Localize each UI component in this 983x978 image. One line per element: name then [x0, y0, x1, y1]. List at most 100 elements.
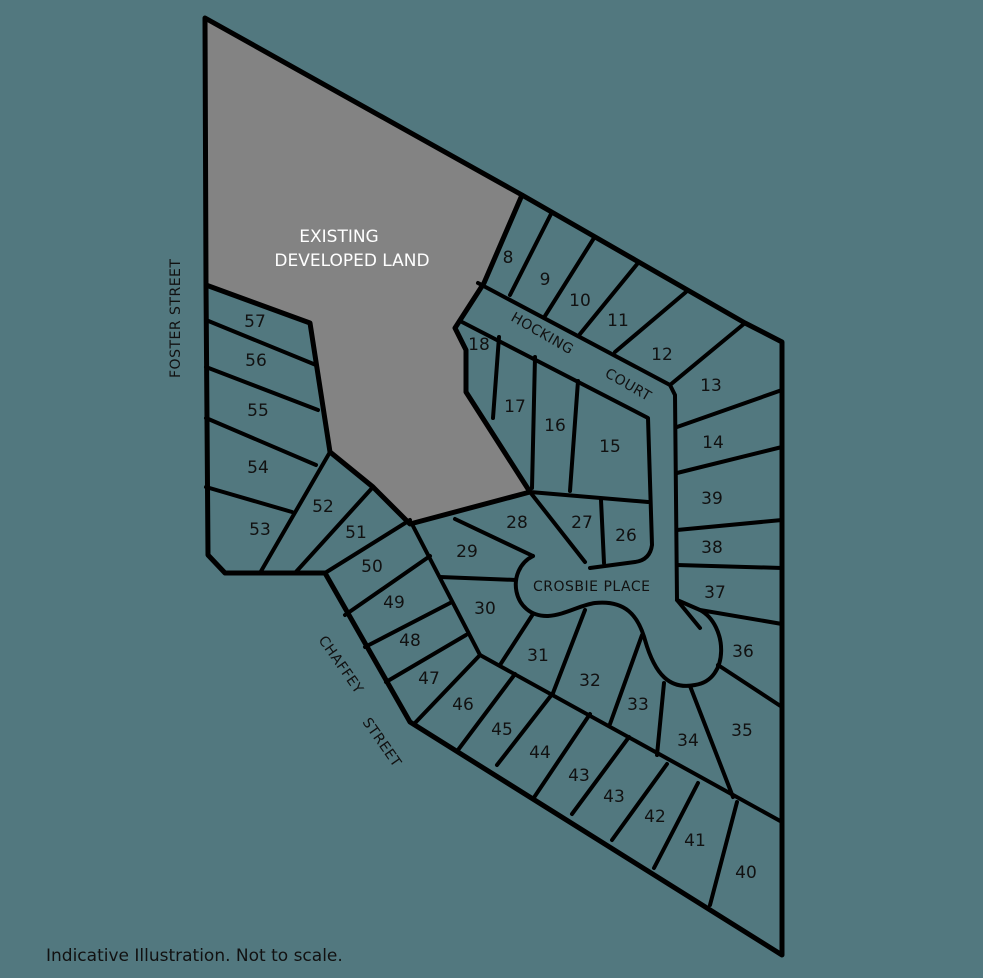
- lot-line: [495, 691, 555, 767]
- lot-line: [412, 653, 482, 726]
- lot-line: [530, 355, 537, 490]
- lot-28: 28: [506, 513, 528, 533]
- lot-37: 37: [704, 583, 726, 603]
- lot-line: [543, 236, 596, 318]
- lot-9: 9: [540, 270, 551, 290]
- lot-line: [608, 633, 644, 726]
- lot-line: [675, 518, 784, 532]
- lot-15: 15: [599, 437, 621, 457]
- lot-36: 36: [732, 642, 754, 662]
- developed-land-label-2: DEVELOPED LAND: [274, 251, 429, 271]
- lot-41: 41: [684, 831, 706, 851]
- southern-inner-edge: [478, 653, 784, 824]
- lot-line: [652, 781, 700, 870]
- lot-45: 45: [491, 720, 513, 740]
- lot-42: 42: [644, 807, 666, 827]
- lot-line: [363, 600, 454, 649]
- lot-line: [528, 490, 587, 564]
- developed-land-label-1: EXISTING: [299, 227, 378, 247]
- lot-14: 14: [702, 433, 724, 453]
- foster-street-label: FOSTER STREET: [168, 259, 184, 378]
- lot-32: 32: [579, 671, 601, 691]
- lot-line: [610, 762, 669, 842]
- lot-line: [599, 498, 606, 565]
- lot-line: [293, 485, 375, 575]
- lot-57: 57: [244, 312, 266, 332]
- lot-line: [456, 672, 517, 752]
- lot-line: [688, 684, 735, 799]
- lot-52: 52: [312, 497, 334, 517]
- lot-48: 48: [399, 631, 421, 651]
- lot-line: [675, 388, 784, 429]
- lot-line: [551, 608, 587, 695]
- lot-line: [668, 321, 747, 387]
- lot-line: [716, 663, 784, 709]
- lot-10: 10: [569, 291, 591, 311]
- lot-27: 27: [571, 513, 593, 533]
- lot-line: [258, 450, 332, 575]
- subdivision-boundary: [203, 192, 785, 958]
- existing-developed-land: [202, 15, 533, 527]
- lot-56: 56: [245, 351, 267, 371]
- hocking-court-south-edge: [460, 320, 654, 570]
- chaffey-street-label-2: STREET: [359, 715, 404, 770]
- lot-55: 55: [247, 401, 269, 421]
- lot-line: [675, 563, 784, 570]
- crosbie-place-edge: [513, 554, 724, 688]
- lot-11: 11: [607, 311, 629, 331]
- chaffey-street-label-1: CHAFFEY: [315, 633, 366, 697]
- lot-line: [675, 445, 784, 475]
- lot-26: 26: [615, 526, 637, 546]
- lot-40: 40: [735, 863, 757, 883]
- lot-44: 44: [529, 743, 551, 763]
- lot-39: 39: [701, 489, 723, 509]
- lot-17: 17: [504, 397, 526, 417]
- lot-38: 38: [701, 538, 723, 558]
- lot-54: 54: [247, 458, 269, 478]
- lot-line: [491, 335, 501, 420]
- lot-line: [411, 524, 482, 657]
- lot-line: [204, 485, 294, 514]
- lot-16: 16: [544, 416, 566, 436]
- lot-18: 18: [468, 335, 490, 355]
- lot-53: 53: [249, 520, 271, 540]
- lot-line: [568, 379, 580, 493]
- disclaimer-note: Indicative Illustration. Not to scale.: [46, 946, 343, 966]
- lot-31: 31: [527, 646, 549, 666]
- lot-43-west: 43: [568, 766, 590, 786]
- lot-46: 46: [452, 695, 474, 715]
- lot-line: [204, 318, 318, 367]
- lot-29: 29: [456, 542, 478, 562]
- lot-line: [508, 212, 553, 297]
- lot-51: 51: [345, 523, 367, 543]
- crosbie-place-label: CROSBIE PLACE: [533, 579, 650, 595]
- lot-34: 34: [677, 731, 699, 751]
- lot-13: 13: [700, 376, 722, 396]
- lot-33: 33: [627, 695, 649, 715]
- lot-line: [708, 800, 739, 907]
- lot-43-east: 43: [603, 787, 625, 807]
- lot-12: 12: [651, 345, 673, 365]
- lot-line: [204, 416, 318, 467]
- lot-30: 30: [474, 599, 496, 619]
- lot-line: [531, 712, 592, 801]
- lot-line: [528, 490, 650, 504]
- lot-49: 49: [383, 593, 405, 613]
- lot-line: [570, 735, 631, 816]
- lot-line: [438, 575, 518, 582]
- lot-line: [698, 608, 784, 626]
- lot-35: 35: [731, 721, 753, 741]
- lot-line: [498, 612, 535, 667]
- lot-line: [384, 633, 468, 684]
- lot-8: 8: [503, 248, 514, 268]
- hocking-court-north-edge: [476, 281, 702, 630]
- lot-47: 47: [418, 669, 440, 689]
- lot-line: [343, 554, 432, 617]
- lot-line: [578, 261, 640, 336]
- lot-line: [204, 365, 320, 412]
- lot-line: [613, 290, 688, 354]
- lot-50: 50: [361, 557, 383, 577]
- lot-line: [323, 518, 412, 575]
- lot-line: [655, 681, 666, 757]
